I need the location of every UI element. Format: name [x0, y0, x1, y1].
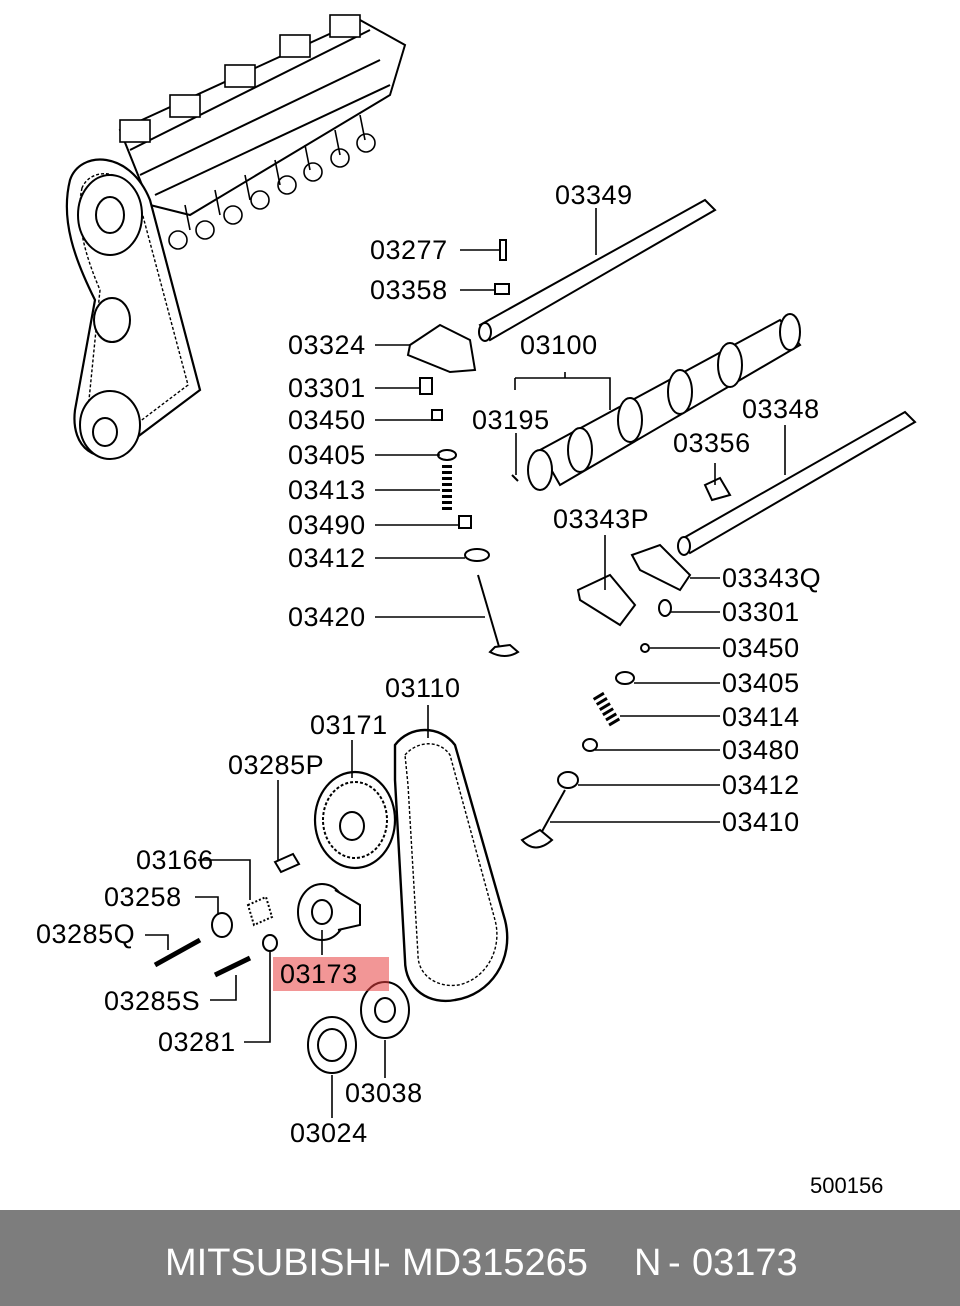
callout-03173[interactable]: 03173 [280, 959, 358, 989]
callout-03412-b[interactable]: 03412 [722, 770, 800, 800]
footer-bar: MITSUBISHI - MD315265 N - 03173 [0, 1210, 960, 1306]
tensioner-hardware [153, 852, 301, 978]
callout-03410[interactable]: 03410 [722, 807, 800, 837]
callout-03405-b[interactable]: 03405 [722, 668, 800, 698]
tensioner-pulley [297, 883, 361, 941]
footer-part-number: MD315265 [402, 1242, 588, 1284]
highlighted-callout-box [273, 957, 389, 991]
parts-diagram: 03349 03277 03358 03324 03100 03301 0345… [36, 14, 917, 1198]
callout-03348[interactable]: 03348 [742, 394, 820, 424]
callout-03420[interactable]: 03420 [288, 602, 366, 632]
callout-03412-a[interactable]: 03412 [288, 543, 366, 573]
timing-belt [393, 728, 509, 1003]
callout-03277[interactable]: 03277 [370, 235, 448, 265]
callout-03171[interactable]: 03171 [310, 710, 388, 740]
footer-brand: MITSUBISHI [165, 1242, 383, 1284]
footer-separator-1: - [378, 1242, 391, 1284]
callout-03343P[interactable]: 03343P [553, 504, 650, 534]
callout-03450-a[interactable]: 03450 [288, 405, 366, 435]
callout-03195[interactable]: 03195 [472, 405, 550, 435]
callout-03343Q[interactable]: 03343Q [722, 563, 822, 593]
callout-03100[interactable]: 03100 [520, 330, 598, 360]
callout-03285S[interactable]: 03285S [104, 986, 201, 1016]
rocker-arm-03343Q [630, 543, 692, 592]
cylinder-head-assembly [118, 14, 407, 250]
callout-03480[interactable]: 03480 [722, 735, 800, 765]
callout-03281[interactable]: 03281 [158, 1027, 236, 1057]
drawing-number: 500156 [810, 1173, 884, 1198]
top-belt-assembly [65, 158, 202, 460]
callout-03414[interactable]: 03414 [722, 702, 800, 732]
rocker-arm-03343P [576, 573, 637, 627]
crank-flange [307, 1016, 357, 1074]
callout-03285P[interactable]: 03285P [228, 750, 325, 780]
valve-train-right [520, 599, 672, 849]
callout-03285Q[interactable]: 03285Q [36, 919, 136, 949]
callout-03301-a[interactable]: 03301 [288, 373, 366, 403]
callout-03490[interactable]: 03490 [288, 510, 366, 540]
footer-ref-prefix: N [634, 1242, 662, 1284]
callout-03166[interactable]: 03166 [136, 845, 214, 875]
camshaft [527, 313, 802, 491]
valve-train-left [419, 239, 520, 657]
callout-03413[interactable]: 03413 [288, 475, 366, 505]
callout-03405-a[interactable]: 03405 [288, 440, 366, 470]
exploded-view-drawing [65, 14, 917, 1118]
bracket-03356 [703, 476, 732, 502]
callout-03450-b[interactable]: 03450 [722, 633, 800, 663]
footer-ref-number: 03173 [692, 1242, 798, 1284]
rocker-arm-03324 [406, 323, 477, 374]
footer-separator-2: - [668, 1242, 681, 1284]
rocker-shaft-lower [677, 410, 917, 556]
callout-03038[interactable]: 03038 [345, 1078, 423, 1108]
rocker-shaft-upper [478, 198, 717, 342]
callout-03349[interactable]: 03349 [555, 180, 633, 210]
camshaft-sprocket [313, 770, 397, 870]
callout-03324[interactable]: 03324 [288, 330, 366, 360]
callout-03258[interactable]: 03258 [104, 882, 182, 912]
callout-03301-b[interactable]: 03301 [722, 597, 800, 627]
callout-03356[interactable]: 03356 [673, 428, 751, 458]
callout-03024[interactable]: 03024 [290, 1118, 368, 1148]
leader-lines [145, 208, 786, 1118]
callout-03110[interactable]: 03110 [385, 673, 461, 703]
callout-03358[interactable]: 03358 [370, 275, 448, 305]
